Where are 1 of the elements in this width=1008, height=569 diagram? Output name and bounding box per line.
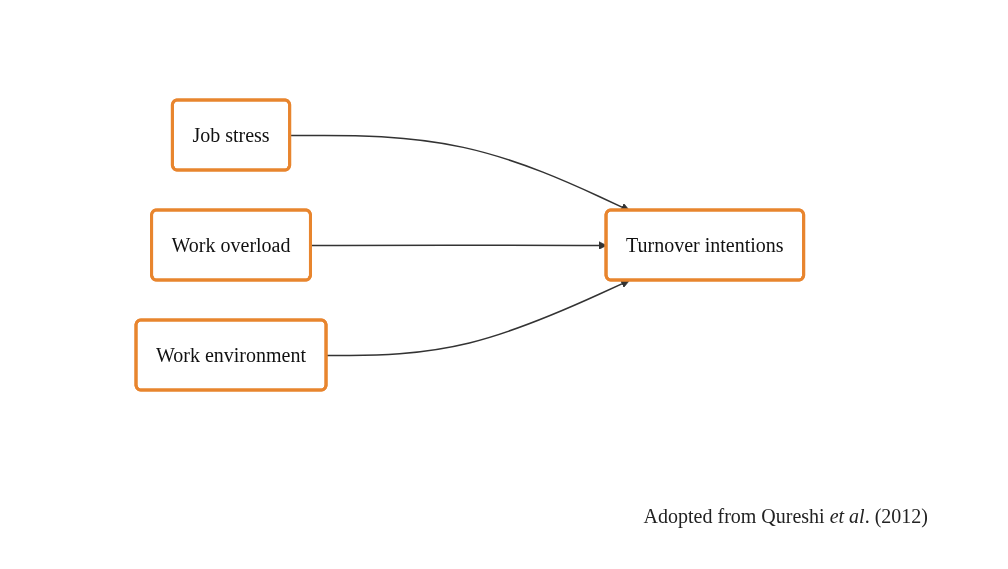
caption: Adopted from Qureshi et al. (2012) bbox=[643, 505, 928, 528]
